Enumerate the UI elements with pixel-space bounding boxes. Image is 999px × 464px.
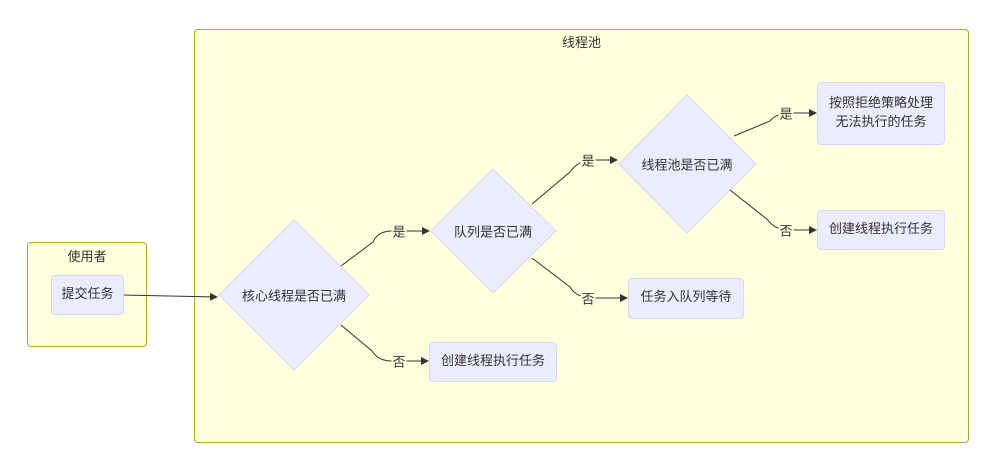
queue-full-label: 队列是否已满: [453, 225, 533, 241]
submit-task-label: 提交任务: [61, 286, 114, 302]
core-full-label: 核心线程是否已满: [241, 289, 347, 305]
edge-submit-to-core: [123, 292, 218, 301]
edge-label-pool-no: 否: [778, 220, 794, 240]
reject-policy-line2: 无法执行的任务: [835, 114, 927, 130]
submit-task-node: 提交任务: [51, 275, 124, 315]
edge-pool-no: [729, 189, 817, 234]
create-core-thread-node: 创建线程执行任务: [429, 342, 557, 382]
edge-label-queue-no: 否: [580, 288, 596, 308]
cluster-user: 使用者: [27, 242, 147, 347]
create-core-thread-label: 创建线程执行任务: [440, 353, 545, 369]
edge-label-core-no: 否: [391, 351, 407, 371]
create-max-thread-node: 创建线程执行任务: [817, 210, 945, 250]
pool-full-diamond: [618, 94, 757, 234]
cluster-user-title: 使用者: [67, 250, 107, 265]
diamond-shapes: [218, 94, 757, 371]
enqueue-task-label: 任务入队列等待: [640, 290, 732, 306]
edge-core-no: [340, 324, 429, 365]
edge-label-core-yes: 是: [391, 221, 407, 241]
cluster-thread-pool-title: 线程池: [561, 36, 601, 51]
edge-queue-yes: [531, 156, 618, 205]
queue-full-diamond: [430, 168, 557, 294]
edge-label-pool-yes: 是: [778, 103, 794, 123]
reject-policy-line1: 按照拒绝策略处理: [828, 95, 933, 111]
edge-core-yes: [340, 227, 430, 267]
pool-full-label: 线程池是否已满: [641, 158, 733, 174]
edge-pool-yes: [733, 109, 817, 137]
edge-label-queue-yes: 是: [580, 150, 596, 170]
core-full-diamond: [218, 219, 370, 371]
enqueue-task-node: 任务入队列等待: [628, 278, 744, 319]
create-max-thread-label: 创建线程执行任务: [828, 221, 933, 237]
reject-policy-node: 按照拒绝策略处理 无法执行的任务: [817, 82, 945, 145]
